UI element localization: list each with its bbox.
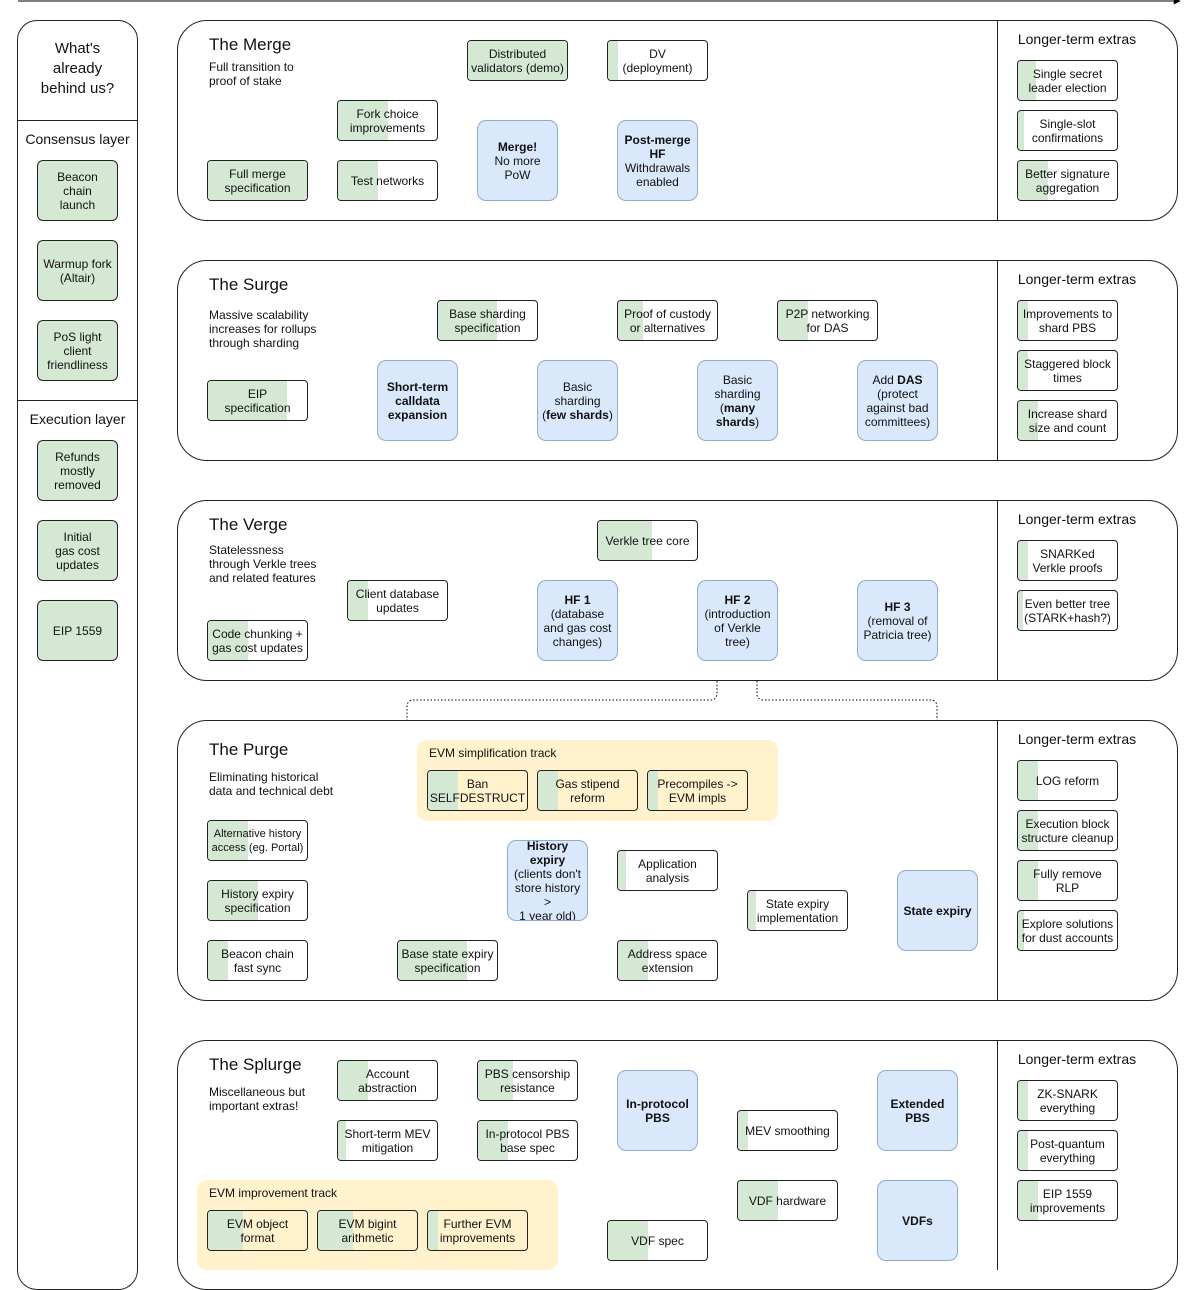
extras-divider xyxy=(997,20,998,221)
extended-pbs-milestone: Extended PBS xyxy=(877,1070,958,1151)
evm-simplification-track-label: EVM simplification track xyxy=(429,746,557,760)
p2p-das-box: P2P networking for DAS xyxy=(777,300,878,341)
pbs-censorship-box: PBS censorship resistance xyxy=(477,1060,578,1101)
done-item: Refunds mostly removed xyxy=(37,440,118,501)
verge-hf3-milestone: HF 3 (removal of Patricia tree) xyxy=(857,580,938,661)
extras-heading: Longer-term extras xyxy=(1017,31,1137,47)
merge-subtitle: Full transition to proof of stake xyxy=(209,60,294,88)
extra-item: ZK-SNARK everything xyxy=(1017,1080,1118,1121)
merge-milestone: Merge! No more PoW xyxy=(477,120,558,201)
extra-item: Fully remove RLP xyxy=(1017,860,1118,901)
extra-item: Post-quantum everything xyxy=(1017,1130,1118,1171)
gas-stipend-box: Gas stipend reform xyxy=(537,770,638,811)
left-divider xyxy=(17,400,138,401)
verkle-tree-core-box: Verkle tree core xyxy=(597,520,698,561)
left-heading: What's already behind us? xyxy=(40,40,115,97)
basic-sharding-few-milestone: Basic sharding (few shards) xyxy=(537,360,618,441)
purge-title: The Purge xyxy=(209,740,289,759)
application-analysis-box: Application analysis xyxy=(617,850,718,891)
extra-item: Even better tree (STARK+hash?) xyxy=(1017,590,1118,631)
dotted-edge xyxy=(756,660,941,869)
merge-title: The Merge xyxy=(209,35,292,54)
precompiles-box: Precompiles -> EVM impls xyxy=(647,770,748,811)
vdfs-milestone: VDFs xyxy=(877,1180,958,1261)
history-expiry-milestone: History expiry (clients don't store hist… xyxy=(507,840,588,921)
done-item: Initial gas cost updates xyxy=(37,520,118,581)
ban-selfdestruct-box: Ban SELFDESTRUCT xyxy=(427,770,528,811)
extras-divider xyxy=(997,720,998,1001)
extras-heading: Longer-term extras xyxy=(1017,271,1137,287)
full-merge-spec-box: Full merge specification xyxy=(207,160,308,201)
extras-heading: Longer-term extras xyxy=(1017,511,1137,527)
alt-history-box: Alternative history access (eg. Portal) xyxy=(207,820,308,861)
short-term-mev-box: Short-term MEV mitigation xyxy=(337,1120,438,1161)
beacon-fast-sync-box: Beacon chain fast sync xyxy=(207,940,308,981)
execution-layer-heading: Execution layer xyxy=(29,411,126,427)
dv-deployment-box: DV (deployment) xyxy=(607,40,708,81)
done-item: PoS light client friendliness xyxy=(37,320,118,381)
extra-item: SNARKed Verkle proofs xyxy=(1017,540,1118,581)
add-das-milestone: Add DAS (protect against bad committees) xyxy=(857,360,938,441)
done-item: Warmup fork (Altair) xyxy=(37,240,118,301)
further-evm-box: Further EVM improvements xyxy=(427,1210,528,1251)
test-networks-box: Test networks xyxy=(337,160,438,201)
extras-divider xyxy=(997,1040,998,1270)
evm-bigint-box: EVM bigint arithmetic xyxy=(317,1210,418,1251)
extras-heading: Longer-term extras xyxy=(1017,1051,1137,1067)
extra-item: Single-slot confirmations xyxy=(1017,110,1118,151)
extra-item: Explore solutions for dust accounts xyxy=(1017,910,1118,951)
done-item: Beacon chain launch xyxy=(37,160,118,221)
short-term-calldata-milestone: Short-term calldata expansion xyxy=(377,360,458,441)
basic-sharding-many-milestone: Basic sharding (many shards) xyxy=(697,360,778,441)
extra-item: EIP 1559 improvements xyxy=(1017,1180,1118,1221)
left-divider xyxy=(17,120,138,121)
surge-title: The Surge xyxy=(209,275,289,294)
extra-item: Single secret leader election xyxy=(1017,60,1118,101)
state-expiry-impl-box: State expiry implementation xyxy=(747,890,848,931)
base-state-expiry-spec-box: Base state expiry specification xyxy=(397,940,498,981)
pbs-base-spec-box: In-protocol PBS base spec xyxy=(477,1120,578,1161)
verge-title: The Verge xyxy=(209,515,288,534)
splurge-title: The Splurge xyxy=(209,1055,302,1074)
history-expiry-spec-box: History expiry specification xyxy=(207,880,308,921)
base-sharding-spec-box: Base sharding specification xyxy=(437,300,538,341)
extra-item: Increase shard size and count xyxy=(1017,400,1118,441)
code-chunking-box: Code chunking + gas cost updates xyxy=(207,620,308,661)
client-database-box: Client database updates xyxy=(347,580,448,621)
extra-item: Execution block structure cleanup xyxy=(1017,810,1118,851)
mev-smoothing-box: MEV smoothing xyxy=(737,1110,838,1151)
vdf-spec-box: VDF spec xyxy=(607,1220,708,1261)
proof-of-custody-box: Proof of custody or alternatives xyxy=(617,300,718,341)
distributed-validators-box: Distributed validators (demo) xyxy=(467,40,568,81)
verge-hf1-milestone: HF 1 (database and gas cost changes) xyxy=(537,580,618,661)
extra-item: LOG reform xyxy=(1017,760,1118,801)
eip-spec-box: EIP specification xyxy=(207,380,308,421)
evm-improvement-track xyxy=(197,1180,558,1270)
account-abstraction-box: Account abstraction xyxy=(337,1060,438,1101)
verge-subtitle: Statelessness through Verkle trees and r… xyxy=(209,543,317,585)
extra-item: Better signature aggregation xyxy=(1017,160,1118,201)
address-space-box: Address space extension xyxy=(617,940,718,981)
extra-item: Staggered block times xyxy=(1017,350,1118,391)
consensus-layer-heading: Consensus layer xyxy=(25,131,130,147)
fork-choice-box: Fork choice improvements xyxy=(337,100,438,141)
done-item: EIP 1559 xyxy=(37,600,118,661)
extras-divider xyxy=(997,260,998,461)
extras-divider xyxy=(997,500,998,681)
verge-panel xyxy=(177,500,1178,681)
verge-hf2-milestone: HF 2 (introduction of Verkle tree) xyxy=(697,580,778,661)
evm-object-format-box: EVM object format xyxy=(207,1210,308,1251)
surge-subtitle: Massive scalability increases for rollup… xyxy=(209,308,317,350)
extra-item: Improvements to shard PBS xyxy=(1017,300,1118,341)
surge-panel xyxy=(177,260,1178,461)
evm-improvement-track-label: EVM improvement track xyxy=(209,1186,338,1200)
vdf-hardware-box: VDF hardware xyxy=(737,1180,838,1221)
extras-heading: Longer-term extras xyxy=(1017,731,1137,747)
evm-simplification-track xyxy=(417,740,778,821)
post-merge-hf-milestone: Post-merge HF Withdrawals enabled xyxy=(617,120,698,201)
splurge-subtitle: Miscellaneous but important extras! xyxy=(209,1085,306,1113)
state-expiry-milestone: State expiry xyxy=(897,870,978,951)
in-protocol-pbs-milestone: In-protocol PBS xyxy=(617,1070,698,1151)
purge-subtitle: Eliminating historical data and technica… xyxy=(209,770,334,798)
